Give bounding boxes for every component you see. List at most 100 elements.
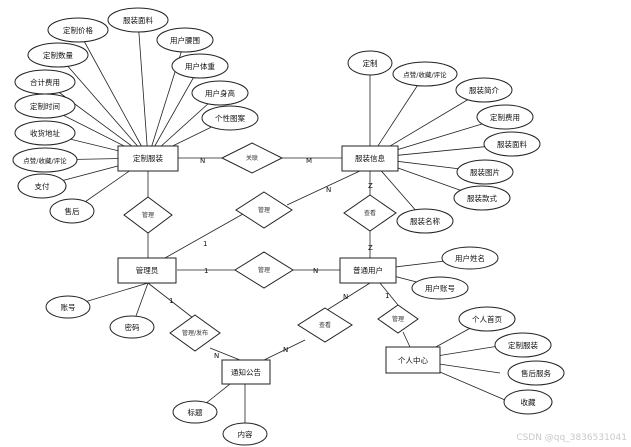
svg-text:定制数量: 定制数量	[43, 50, 73, 60]
svg-text:服装面料: 服装面料	[497, 139, 527, 149]
attribute-custom-price: 定制价格	[47, 17, 109, 43]
svg-text:定制: 定制	[363, 58, 378, 68]
svg-text:定制服装: 定制服装	[508, 340, 538, 350]
entity-admin: 管理员	[117, 257, 177, 284]
attribute-likes-favorites-comments: 点赞/收藏/评论	[12, 147, 78, 173]
card-m-related: M	[306, 157, 312, 165]
svg-text:服装图片: 服装图片	[470, 167, 500, 177]
svg-text:个人首页: 个人首页	[472, 314, 502, 324]
card-1-admin-notice: 1	[169, 297, 173, 305]
attribute-user-waist: 用户腰围	[156, 27, 214, 53]
svg-text:管理: 管理	[392, 315, 404, 323]
svg-text:管理员: 管理员	[136, 265, 159, 275]
attribute-total-cost: 合计费用	[14, 69, 76, 95]
relation-view-notice: 查看	[297, 307, 353, 343]
card-n-related: N	[200, 157, 205, 165]
attribute-account: 账号	[45, 295, 91, 319]
svg-text:支付: 支付	[35, 181, 50, 191]
relation-manage-center: 管理	[377, 304, 419, 334]
svg-text:收货地址: 收货地址	[30, 128, 60, 138]
svg-text:服装名称: 服装名称	[410, 216, 440, 226]
svg-text:用户姓名: 用户姓名	[455, 253, 485, 263]
svg-text:标题: 标题	[188, 407, 203, 417]
attribute-password: 密码	[109, 315, 155, 339]
relation-view-info: 查看	[343, 194, 397, 232]
relation-manage-user: 管理	[234, 251, 294, 289]
svg-text:管理: 管理	[258, 206, 270, 214]
svg-text:售后: 售后	[65, 206, 80, 216]
cardinality-labels: N M N Z Z 1 1 N 1 N N 1 N	[169, 157, 389, 360]
svg-text:管理: 管理	[258, 266, 270, 274]
svg-text:定制价格: 定制价格	[63, 25, 93, 35]
attribute-after-sales: 售后	[49, 198, 95, 224]
attribute-clothing-fabric: 服装面料	[107, 7, 169, 33]
svg-text:账号: 账号	[61, 303, 76, 312]
attribute-delivery-address: 收货地址	[14, 120, 76, 146]
svg-text:用户身高: 用户身高	[205, 88, 235, 98]
attribute-user-height: 用户身高	[191, 80, 249, 106]
attribute-after-sales-service: 售后服务	[507, 360, 565, 386]
card-1-admin-user: 1	[204, 267, 208, 275]
svg-text:定制费用: 定制费用	[490, 112, 520, 122]
attribute-user-weight: 用户体重	[171, 53, 229, 79]
svg-text:定制服装: 定制服装	[133, 153, 163, 163]
watermark: CSDN @qq_3836531041	[516, 433, 627, 443]
svg-text:点赞/收藏/评论: 点赞/收藏/评论	[23, 156, 67, 165]
attribute-clothing-intro: 服装简介	[455, 77, 513, 103]
entity-clothing-info: 服装信息	[341, 145, 399, 172]
svg-text:查看: 查看	[319, 321, 331, 329]
svg-text:服装款式: 服装款式	[467, 193, 497, 203]
svg-text:收藏: 收藏	[521, 397, 536, 407]
attribute-user-name: 用户姓名	[441, 246, 499, 270]
card-z-user: Z	[368, 244, 373, 252]
relation-manage-info: 管理	[235, 191, 293, 229]
card-n-info: N	[326, 186, 331, 194]
svg-text:管理: 管理	[142, 211, 154, 219]
svg-text:内容: 内容	[238, 429, 253, 439]
attribute-content: 内容	[222, 422, 268, 446]
svg-text:用户腰围: 用户腰围	[170, 35, 200, 45]
entity-notice: 通知公告	[221, 359, 271, 385]
attribute-custom-time: 定制时间	[14, 93, 76, 119]
svg-text:查看: 查看	[364, 209, 376, 217]
svg-text:用户体重: 用户体重	[185, 61, 215, 71]
attribute-custom-clothing-item: 定制服装	[494, 332, 552, 358]
attribute-personal-pattern: 个性图案	[201, 105, 259, 131]
attribute-clothing-fabric-info: 服装面料	[483, 131, 541, 157]
svg-text:服装简介: 服装简介	[469, 85, 499, 95]
attribute-clothing-style: 服装款式	[453, 185, 511, 211]
attribute-custom-cost: 定制费用	[476, 104, 534, 130]
svg-text:密码: 密码	[125, 322, 140, 332]
attribute-user-account: 用户账号	[411, 276, 469, 300]
attribute-payment: 支付	[17, 173, 67, 199]
relation-manage-custom: 管理	[123, 196, 173, 234]
attribute-clothing-image: 服装图片	[456, 159, 514, 185]
svg-text:合计费用: 合计费用	[30, 77, 60, 87]
attribute-custom-quantity: 定制数量	[27, 42, 89, 68]
card-z-info: Z	[368, 182, 373, 190]
svg-text:服装信息: 服装信息	[355, 153, 385, 163]
svg-text:个性图案: 个性图案	[215, 113, 245, 123]
entity-user: 普通用户	[339, 257, 397, 284]
attribute-favorites: 收藏	[503, 389, 553, 415]
svg-text:服装面料: 服装面料	[123, 15, 153, 25]
svg-text:管理/发布: 管理/发布	[182, 329, 208, 337]
attribute-title: 标题	[172, 400, 218, 424]
card-1-admin-info: 1	[203, 240, 207, 248]
card-n-user: N	[313, 267, 318, 275]
card-1-user-center: 1	[385, 292, 389, 300]
relation-manage-publish: 管理/发布	[169, 314, 221, 352]
attribute-clothing-name: 服装名称	[396, 208, 454, 234]
attribute-custom: 定制	[347, 50, 393, 76]
entity-custom-clothing: 定制服装	[117, 145, 179, 172]
relation-related: 关联	[220, 142, 284, 174]
attribute-likes-favorites-comments-info: 点赞/收藏/评论	[392, 61, 458, 87]
svg-text:通知公告: 通知公告	[231, 367, 261, 377]
card-n-user-notice: N	[343, 293, 348, 301]
svg-text:点赞/收藏/评论: 点赞/收藏/评论	[403, 70, 447, 79]
svg-text:关联: 关联	[246, 154, 258, 162]
card-n-notice: N	[214, 352, 219, 360]
svg-text:售后服务: 售后服务	[521, 368, 551, 378]
svg-text:个人中心: 个人中心	[398, 355, 428, 365]
